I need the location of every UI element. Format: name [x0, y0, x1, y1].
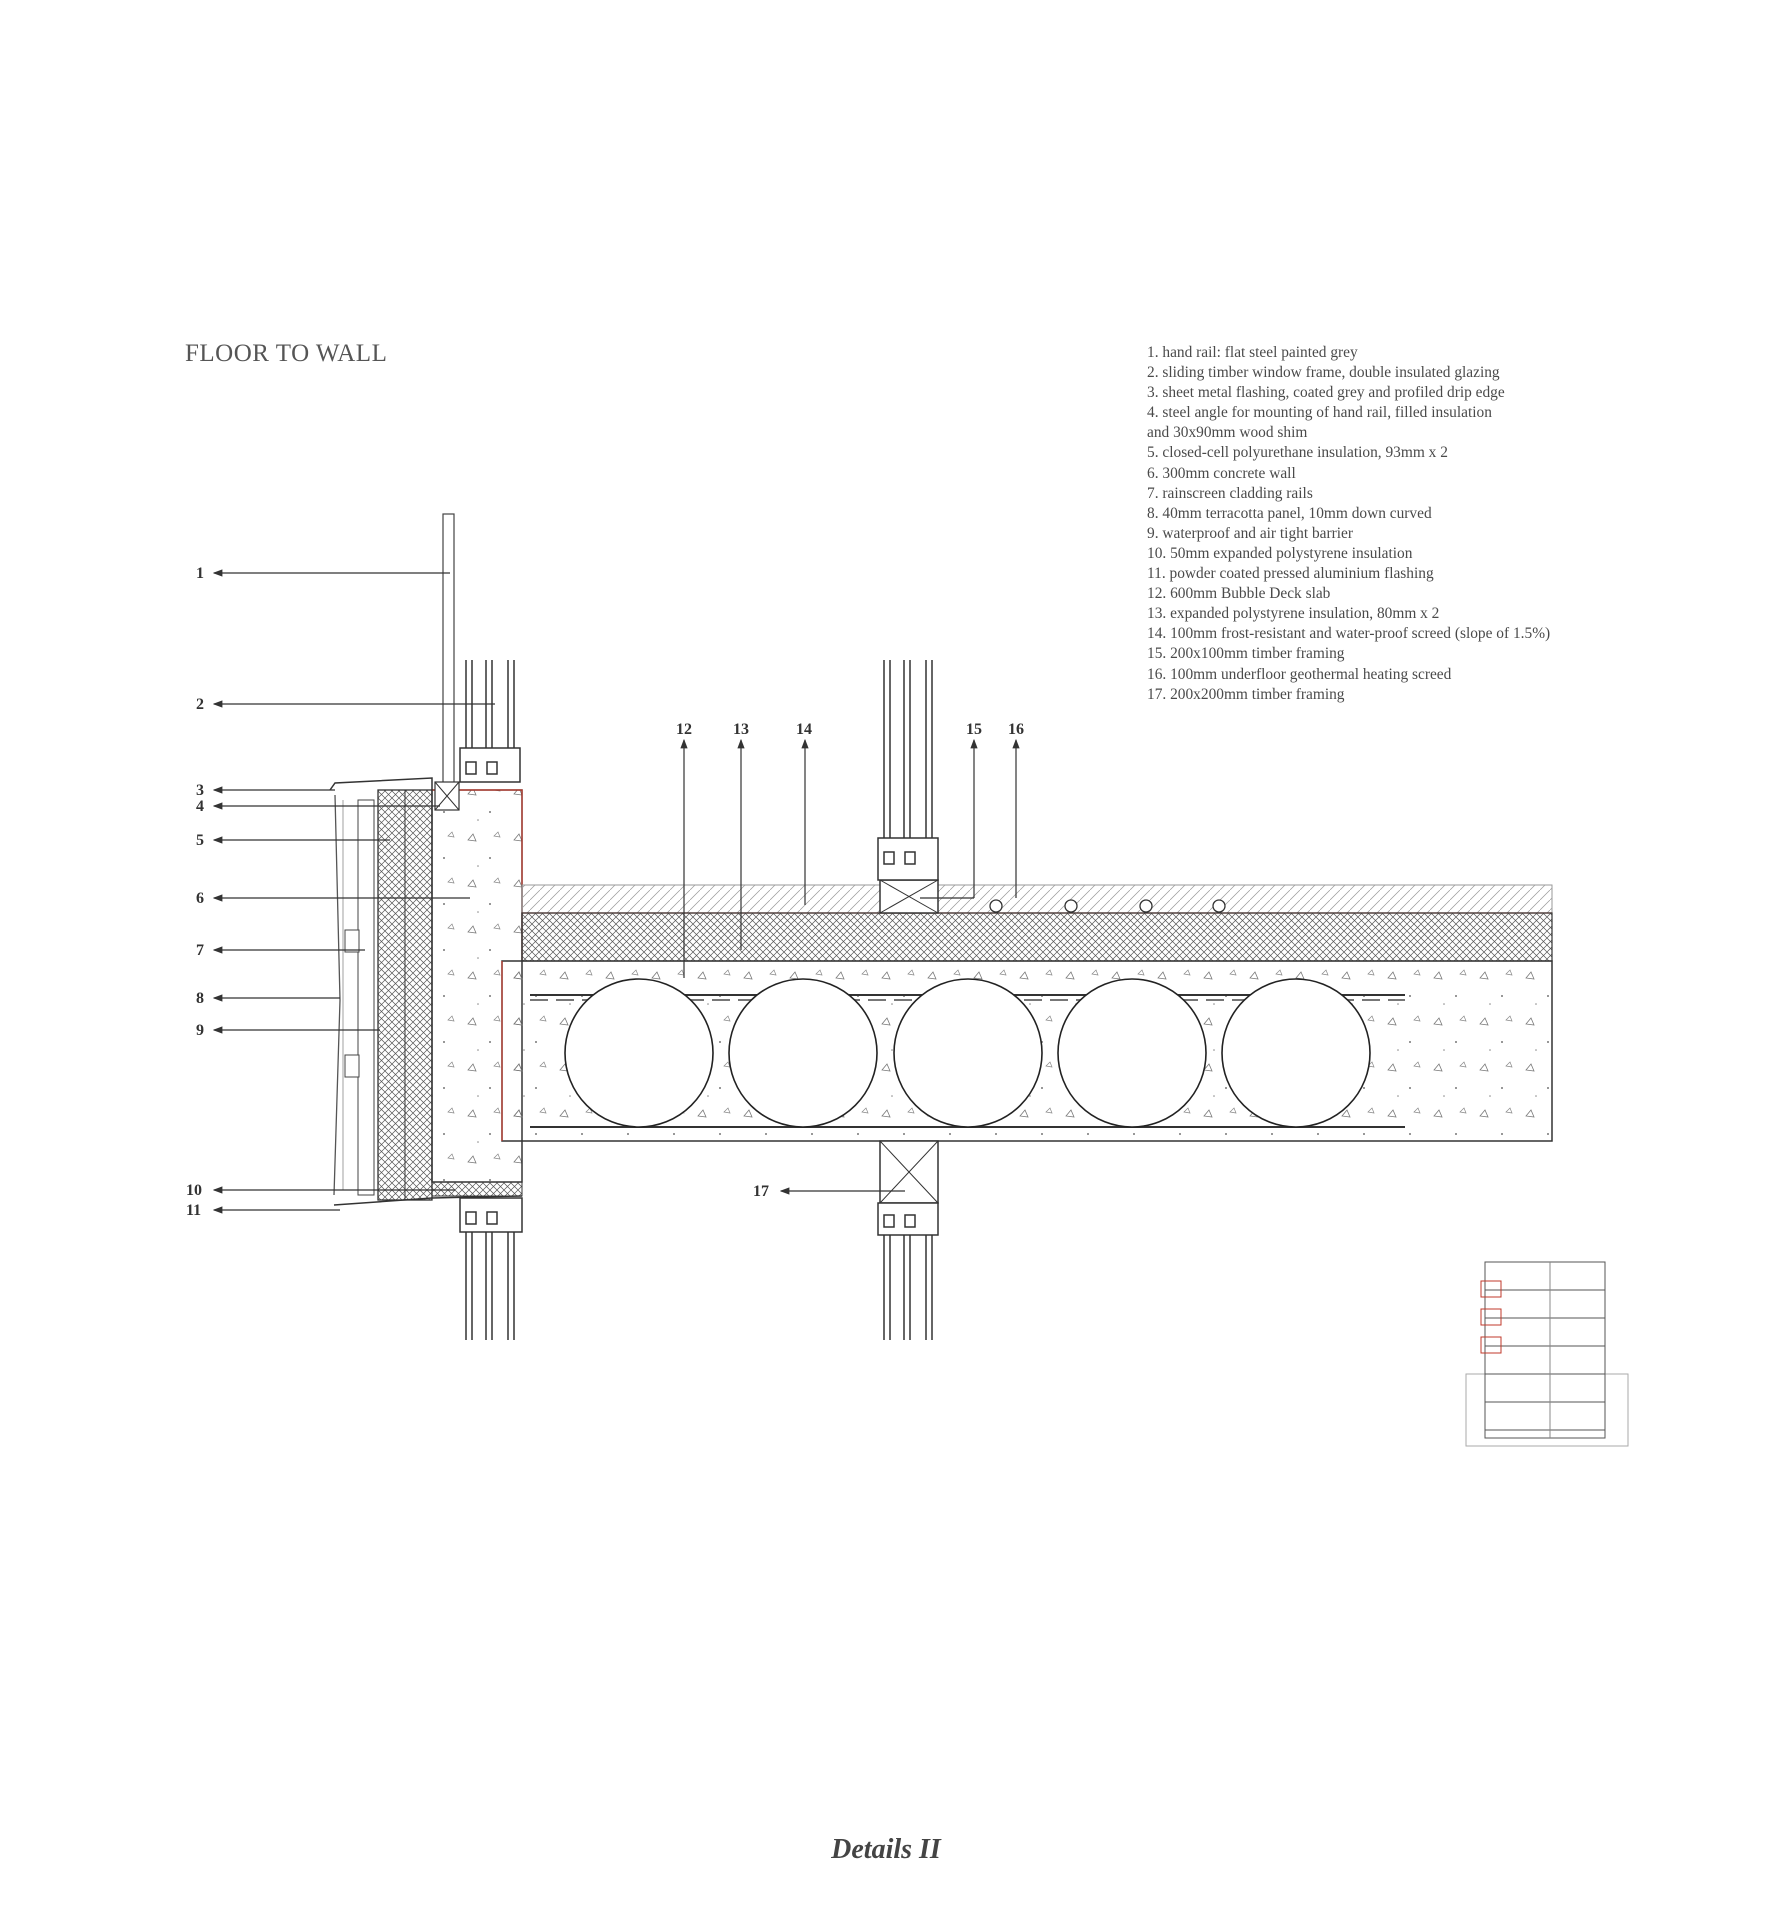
window-frame-upper-left	[459, 660, 521, 783]
timber-frame-17-cross	[879, 1140, 939, 1204]
legend-item: 14. 100mm frost-resistant and water-proo…	[1147, 625, 1551, 643]
window-frame-lower-left	[459, 1197, 523, 1340]
callout-4: 4	[196, 798, 204, 815]
window-frame-upper-mid	[877, 660, 939, 881]
legend-item: 9. waterproof and air tight barrier	[1147, 524, 1353, 542]
callout-leaders	[212, 569, 1020, 1214]
legend-item: 6. 300mm concrete wall	[1147, 464, 1296, 482]
slab-insulation	[521, 912, 1553, 962]
callout-2: 2	[196, 696, 204, 713]
legend-item: 8. 40mm terracotta panel, 10mm down curv…	[1147, 504, 1432, 522]
legend-item: 11. powder coated pressed aluminium flas…	[1147, 565, 1434, 583]
terracotta-panel	[333, 794, 341, 1196]
legend-item: 10. 50mm expanded polystyrene insulation	[1147, 544, 1413, 562]
legend-item: 16. 100mm underfloor geothermal heating …	[1147, 665, 1452, 683]
callout-6: 6	[196, 890, 204, 907]
legend-item: 7. rainscreen cladding rails	[1147, 484, 1313, 502]
legend-item: 2. sliding timber window frame, double i…	[1147, 364, 1500, 382]
top-flashing	[329, 777, 433, 791]
callout-11: 11	[186, 1202, 201, 1219]
legend-item: 5. closed-cell polyurethane insulation, …	[1147, 444, 1448, 462]
legend-item: 1. hand rail: flat steel painted grey	[1147, 344, 1358, 361]
callout-5: 5	[196, 832, 204, 849]
cladding-rail	[357, 799, 375, 1196]
legend-item: 15. 200x100mm timber framing	[1147, 645, 1345, 663]
screed-layer	[521, 884, 1553, 914]
callout-9: 9	[196, 1022, 204, 1039]
wood-shim-cross	[434, 781, 460, 811]
bubble-voids	[564, 978, 1371, 1128]
timber-frame-15-cross	[879, 879, 939, 914]
callout-17: 17	[753, 1183, 769, 1200]
bottom-insulation	[431, 1181, 523, 1197]
cladding-bracket	[344, 1054, 360, 1078]
callout-10: 10	[186, 1182, 202, 1199]
footer-title: Details II	[831, 1834, 941, 1865]
legend-item: 13. expanded polystyrene insulation, 80m…	[1147, 605, 1440, 623]
cladding-bracket	[344, 929, 360, 953]
heating-pipes	[989, 899, 1226, 913]
legend-item: 4. steel angle for mounting of hand rail…	[1147, 404, 1492, 422]
callout-14: 14	[796, 721, 812, 738]
callout-16: 16	[1008, 721, 1024, 738]
window-frame-lower-mid	[877, 1202, 939, 1340]
callout-13: 13	[733, 721, 749, 738]
hand-rail	[442, 513, 455, 787]
legend-item: 3. sheet metal flashing, coated grey and…	[1147, 384, 1505, 402]
callout-3: 3	[196, 782, 204, 799]
callout-15: 15	[966, 721, 982, 738]
bottom-flashing	[333, 1195, 523, 1206]
page-title: FLOOR TO WALL	[185, 340, 388, 367]
legend-item: and 30x90mm wood shim	[1147, 424, 1308, 442]
legend-item: 12. 600mm Bubble Deck slab	[1147, 585, 1331, 603]
key-section-thumbnail	[1465, 1261, 1629, 1447]
callout-7: 7	[196, 942, 204, 959]
callout-12: 12	[676, 721, 692, 738]
callout-8: 8	[196, 990, 204, 1007]
legend-item: 17. 200x200mm timber framing	[1147, 685, 1345, 703]
legend-list: 1. hand rail: flat steel painted grey 2.…	[1147, 343, 1707, 705]
callout-1: 1	[196, 565, 204, 582]
